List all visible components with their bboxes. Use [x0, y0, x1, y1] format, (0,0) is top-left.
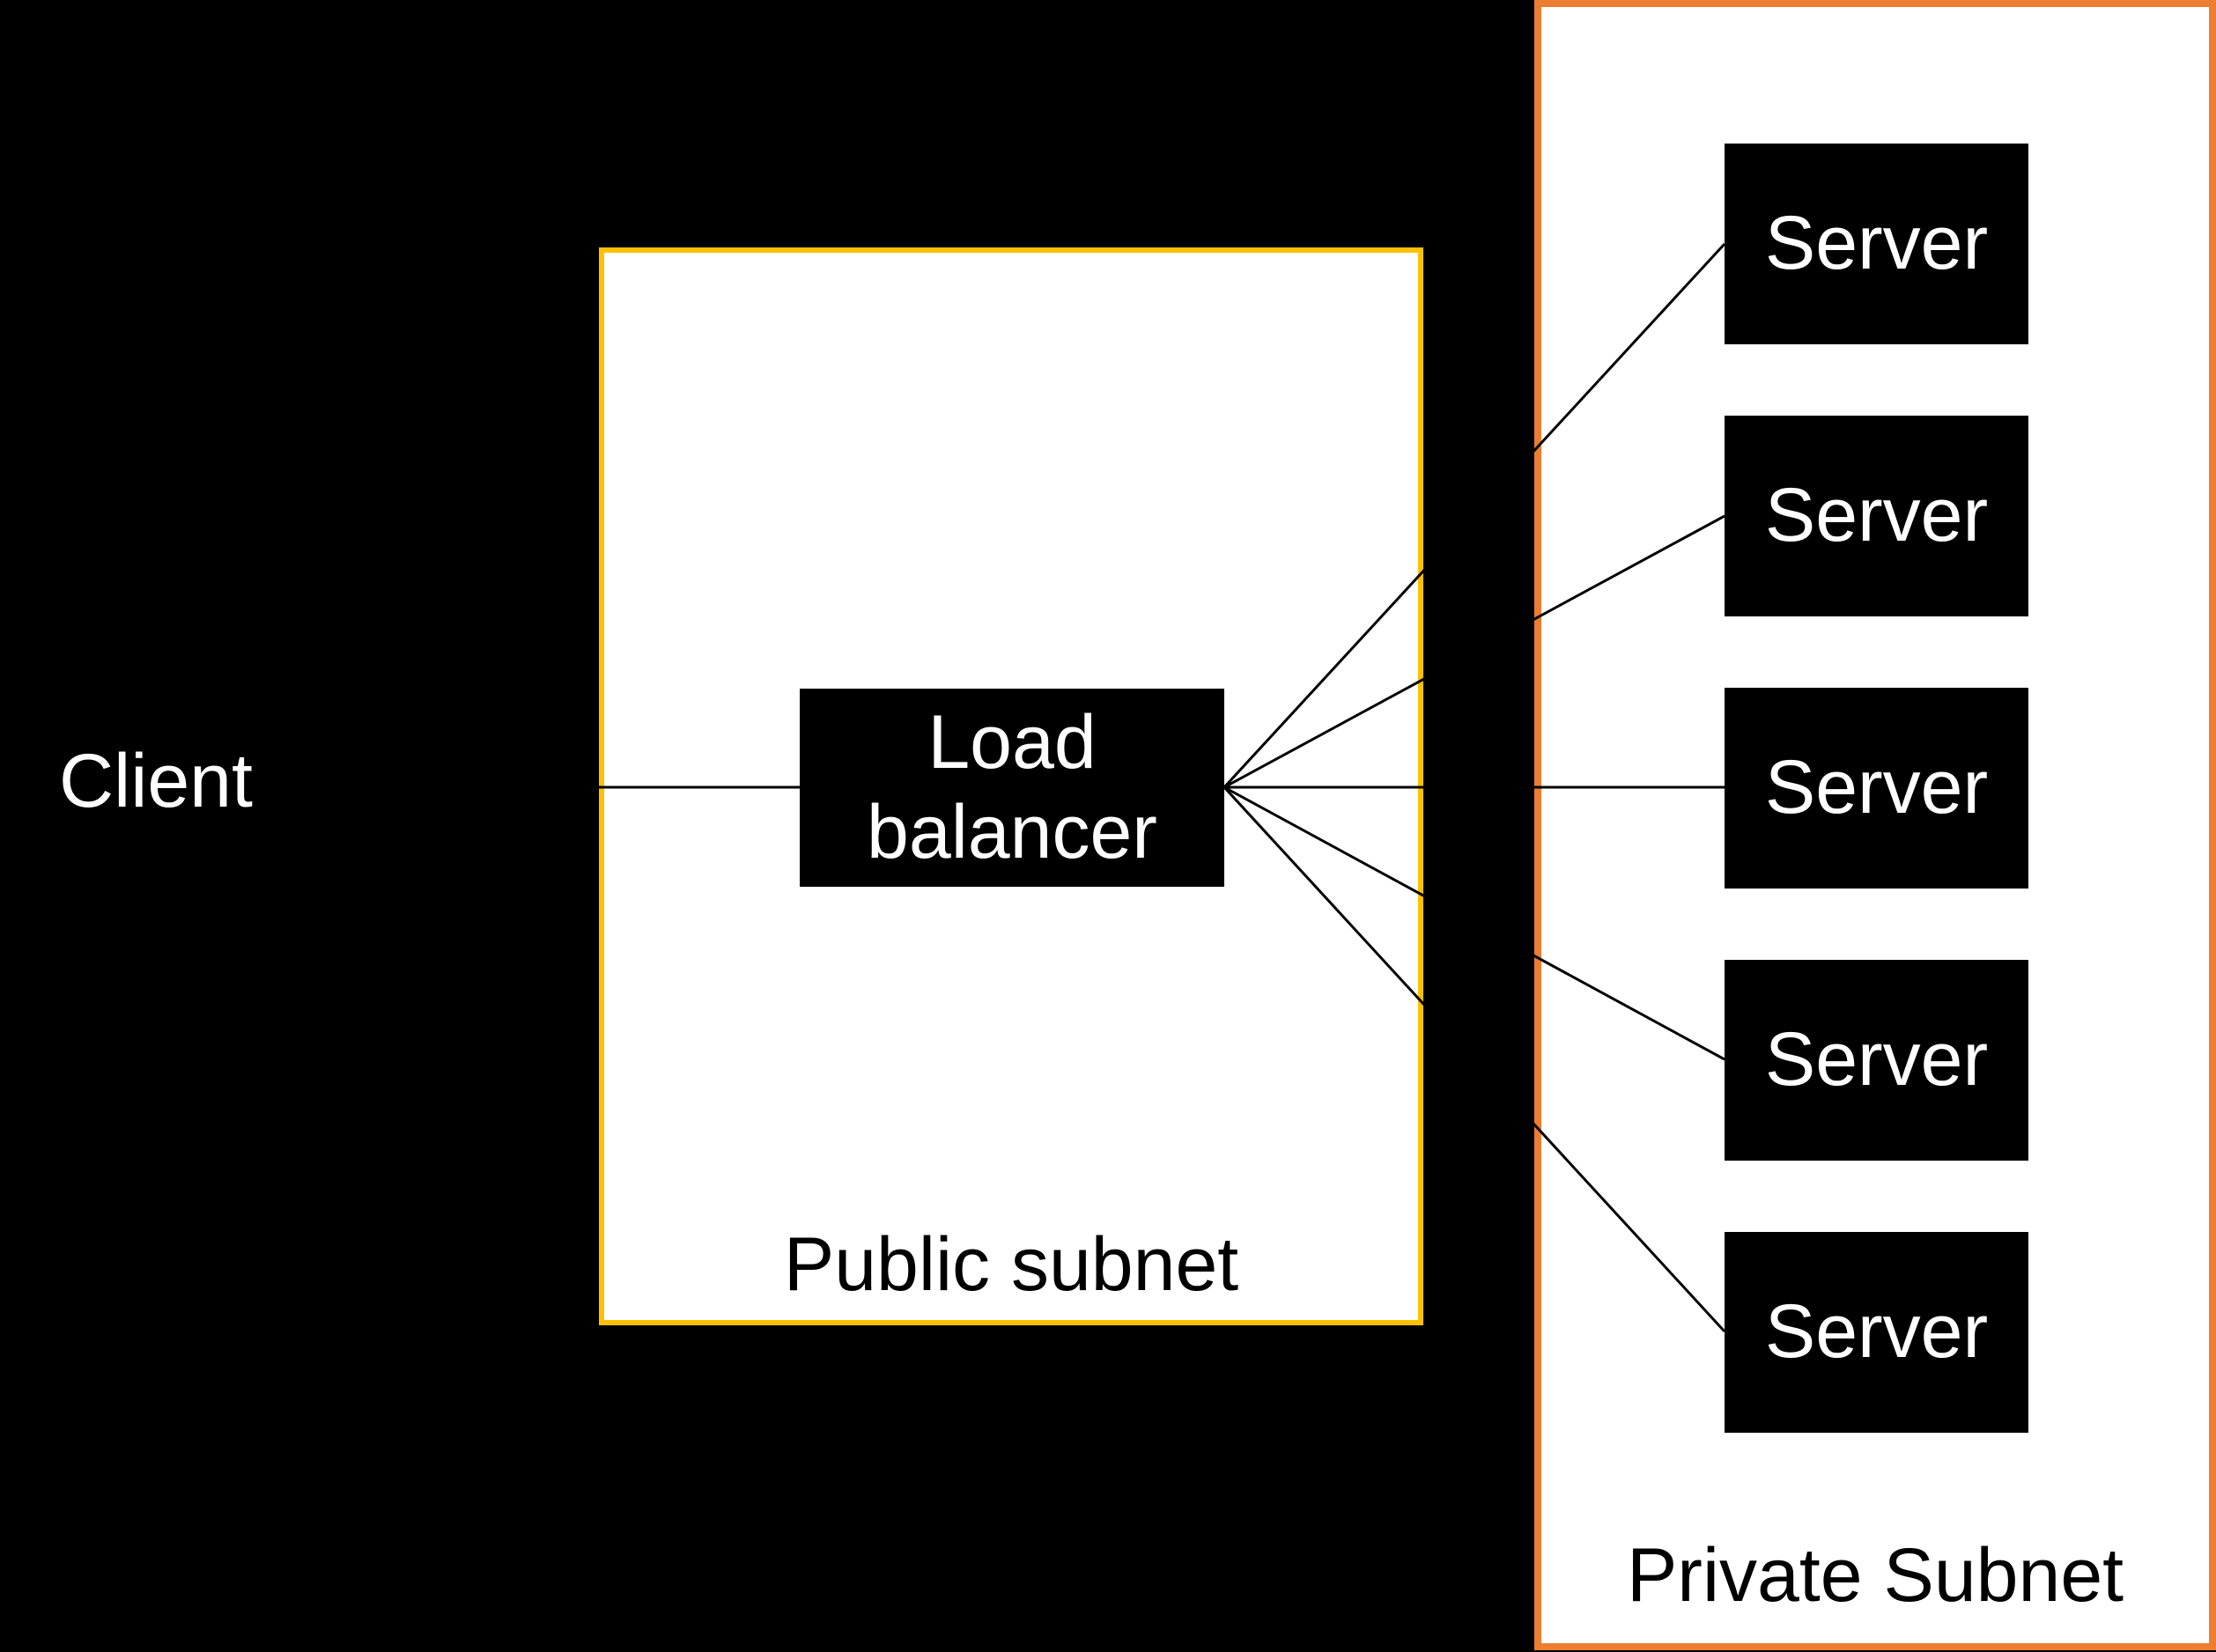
connector-lb-to-server-4: [1223, 785, 1725, 1061]
server-node-2: Server: [1725, 416, 2028, 616]
server-node-5: Server: [1725, 1232, 2028, 1433]
connector-lb-to-server-2: [1223, 514, 1725, 789]
server-node-3: Server: [1725, 688, 2028, 889]
server-node-1: Server: [1725, 144, 2028, 344]
private-subnet-label: Private Subnet: [1626, 1533, 2124, 1618]
load-balancer-node: Load balancer: [800, 689, 1224, 887]
connector-lb-to-server-5: [1222, 785, 1726, 1333]
client-label: Client: [59, 739, 253, 823]
server-node-4: Server: [1725, 960, 2028, 1161]
connector-lb-to-server-1: [1222, 242, 1726, 789]
public-subnet-label: Public subnet: [783, 1222, 1239, 1307]
